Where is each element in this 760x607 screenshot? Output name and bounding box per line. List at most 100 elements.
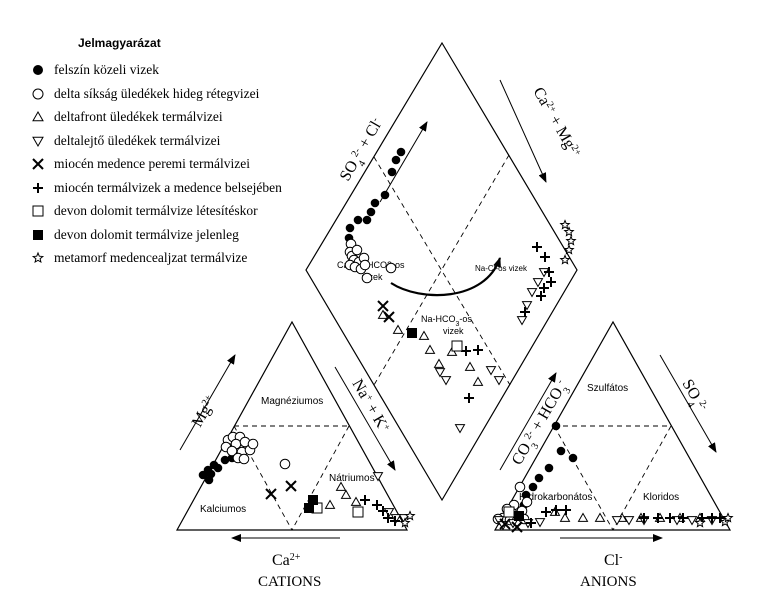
open-circle-marker <box>238 453 250 465</box>
zone-kloridos: Kloridos <box>643 492 679 503</box>
open-circle-marker <box>279 458 291 470</box>
legend-symbol <box>33 182 43 193</box>
open-star-marker <box>559 219 571 230</box>
filled-circle-marker <box>396 147 406 157</box>
legend-symbol <box>32 110 44 122</box>
plus-marker <box>665 513 675 523</box>
legend-symbol <box>32 88 44 99</box>
filled-circle-marker <box>534 473 544 483</box>
open-triangle-up-marker <box>424 344 436 354</box>
open-triangle-down-marker <box>623 516 635 526</box>
legend-symbol <box>31 251 45 264</box>
open-circle-marker <box>359 259 371 271</box>
filled-circle-marker <box>391 155 401 165</box>
diamond-right-axis-title: Ca2+ + Mg2+ <box>530 84 584 161</box>
filled-circle-marker <box>345 223 355 233</box>
plus-marker <box>540 252 550 262</box>
plus-marker <box>378 506 388 516</box>
filled-circle-marker <box>204 475 214 485</box>
legend-item: miocén termálvizek a medence belsejében <box>30 178 360 202</box>
open-square-marker <box>503 506 515 518</box>
open-triangle-up-marker <box>350 496 362 506</box>
open-circle-marker <box>351 244 363 256</box>
open-triangle-up-marker <box>464 361 476 371</box>
legend-item: deltalejtő üledékek termálvizei <box>30 131 360 155</box>
filled-square-marker <box>304 503 314 513</box>
filled-circle-marker <box>387 167 397 177</box>
open-circle-marker <box>247 438 259 450</box>
legend-symbol <box>32 136 44 147</box>
open-star-marker <box>694 517 706 528</box>
cations-dashed <box>291 425 350 531</box>
zone-na-hco3: Na-HCO3-os <box>421 314 472 328</box>
open-star-marker <box>565 235 577 246</box>
legend-symbol <box>33 229 43 240</box>
zone-na-hco3-line2: vizek <box>443 326 464 336</box>
plus-marker <box>715 513 725 523</box>
open-triangle-down-marker <box>398 514 410 524</box>
filled-circle-marker <box>353 215 363 225</box>
plus-marker <box>561 505 571 515</box>
arrow-anions-left <box>499 372 557 471</box>
plus-marker <box>639 513 649 523</box>
diamond-outline <box>305 41 578 502</box>
plus-marker <box>372 500 382 510</box>
open-triangle-down-marker <box>434 368 446 378</box>
filled-circle-marker <box>568 453 578 463</box>
open-star-marker <box>399 517 411 528</box>
legend-title: Jelmagyarázat <box>78 36 161 50</box>
cations-left-axis-title: Mg2+ <box>188 392 220 430</box>
filled-circle-marker <box>33 65 43 75</box>
filled-square-marker <box>407 328 417 338</box>
legend-label: felszín közeli vizek <box>54 62 159 77</box>
open-triangle-down-marker <box>32 136 44 147</box>
open-triangle-down-marker <box>485 366 497 376</box>
legend-item: devon dolomit termálvize jelenleg <box>30 225 360 249</box>
anions-title: ANIONS <box>580 574 637 590</box>
x-cross-marker <box>32 158 44 170</box>
plus-marker <box>546 277 556 287</box>
legend-label: deltalejtő üledékek termálvizei <box>54 132 221 148</box>
plus-marker <box>653 513 663 523</box>
zone-szulfatos: Szulfátos <box>587 383 628 394</box>
zone-ca-mg-hco3: Ca-Mg-HCO3-os <box>337 260 405 270</box>
open-square-marker <box>32 205 44 217</box>
open-triangle-down-marker <box>526 288 538 298</box>
plus-marker <box>33 182 43 193</box>
cations-bottom-axis-title: Ca2+ <box>272 552 301 570</box>
filled-circle-marker <box>528 482 538 492</box>
filled-circle-marker <box>362 215 372 225</box>
plus-marker <box>473 345 483 355</box>
open-triangle-up-marker <box>324 499 336 509</box>
open-triangle-up-marker <box>335 481 347 491</box>
legend-label: devon dolomit termálvize létesítéskor <box>54 203 258 218</box>
anions-left-axis-title: CO32- + HCO3- <box>508 377 574 470</box>
open-triangle-down-marker <box>440 376 452 386</box>
open-triangle-up-marker <box>418 330 430 340</box>
legend-item: metamorf medencealjzat termálvize <box>30 248 360 272</box>
open-triangle-down-marker <box>686 516 698 526</box>
zone-natriumos: Nátriumos <box>329 473 375 484</box>
open-triangle-down-marker <box>532 278 544 288</box>
filled-square-marker <box>308 495 318 505</box>
x-cross-marker <box>383 311 395 323</box>
plus-marker <box>390 516 400 526</box>
x-cross-marker <box>511 521 523 533</box>
open-star-marker <box>559 254 571 265</box>
plus-marker <box>541 507 551 517</box>
plus-marker <box>551 505 561 515</box>
filled-circle-marker <box>366 207 376 217</box>
x-cross-marker <box>285 480 297 492</box>
plus-marker <box>461 346 471 356</box>
legend-label: metamorf medencealjzat termálvize <box>54 250 248 265</box>
arrow-diamond-right <box>499 79 547 183</box>
plus-marker <box>539 283 549 293</box>
legend-item: deltafront üledékek termálvizei <box>30 107 360 131</box>
open-circle-marker <box>32 88 44 99</box>
legend-item: miocén medence peremi termálvizei <box>30 154 360 178</box>
open-triangle-down-marker <box>534 518 546 528</box>
legend-label: deltafront üledékek termálvizei <box>54 109 223 124</box>
open-triangle-up-marker <box>340 489 352 499</box>
filled-circle-marker <box>544 463 554 473</box>
